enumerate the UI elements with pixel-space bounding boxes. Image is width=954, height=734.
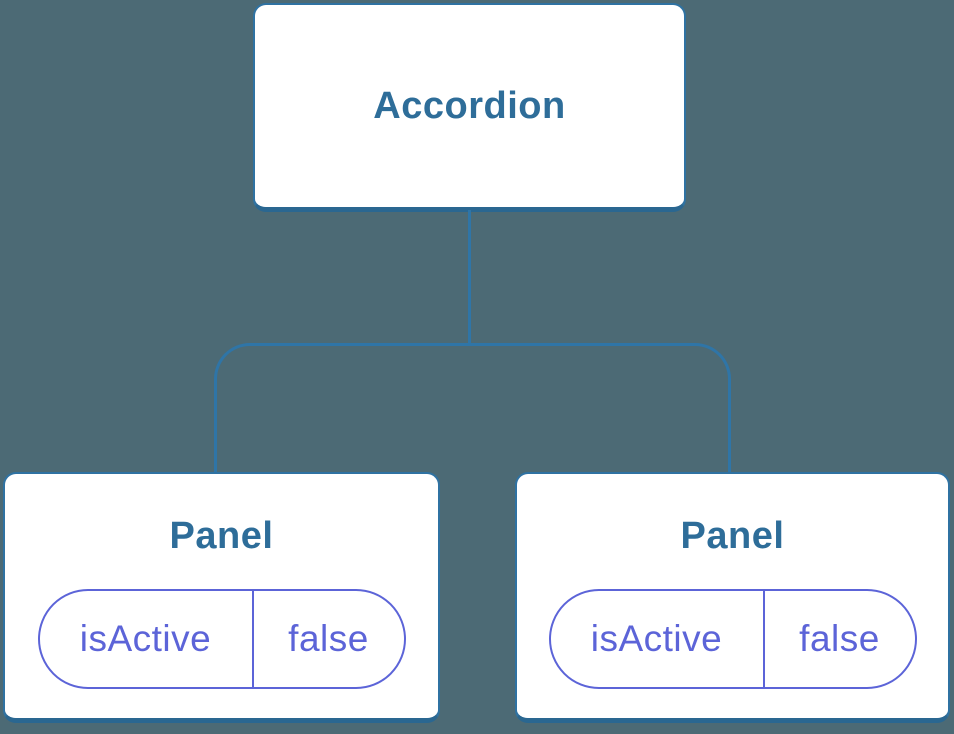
panel-1-state-value: false (288, 618, 369, 659)
panel-1-state-pill: isActive false (37, 589, 406, 689)
panel-1-node-label: Panel (169, 515, 274, 557)
tree-node-accordion: Accordion (253, 3, 686, 212)
panel-2-state-pill: isActive false (548, 589, 917, 689)
panel-2-state-value: false (799, 618, 880, 659)
connector-branch-lines (214, 343, 731, 472)
panel-2-node-label: Panel (680, 515, 785, 557)
panel-2-state-key: isActive (551, 591, 765, 687)
connector-stem-line (468, 210, 471, 344)
accordion-node-label: Accordion (373, 84, 566, 127)
tree-node-panel-2: Panel isActive false (515, 472, 950, 723)
tree-node-panel-1: Panel isActive false (3, 472, 440, 723)
panel-1-state-key: isActive (40, 591, 254, 687)
